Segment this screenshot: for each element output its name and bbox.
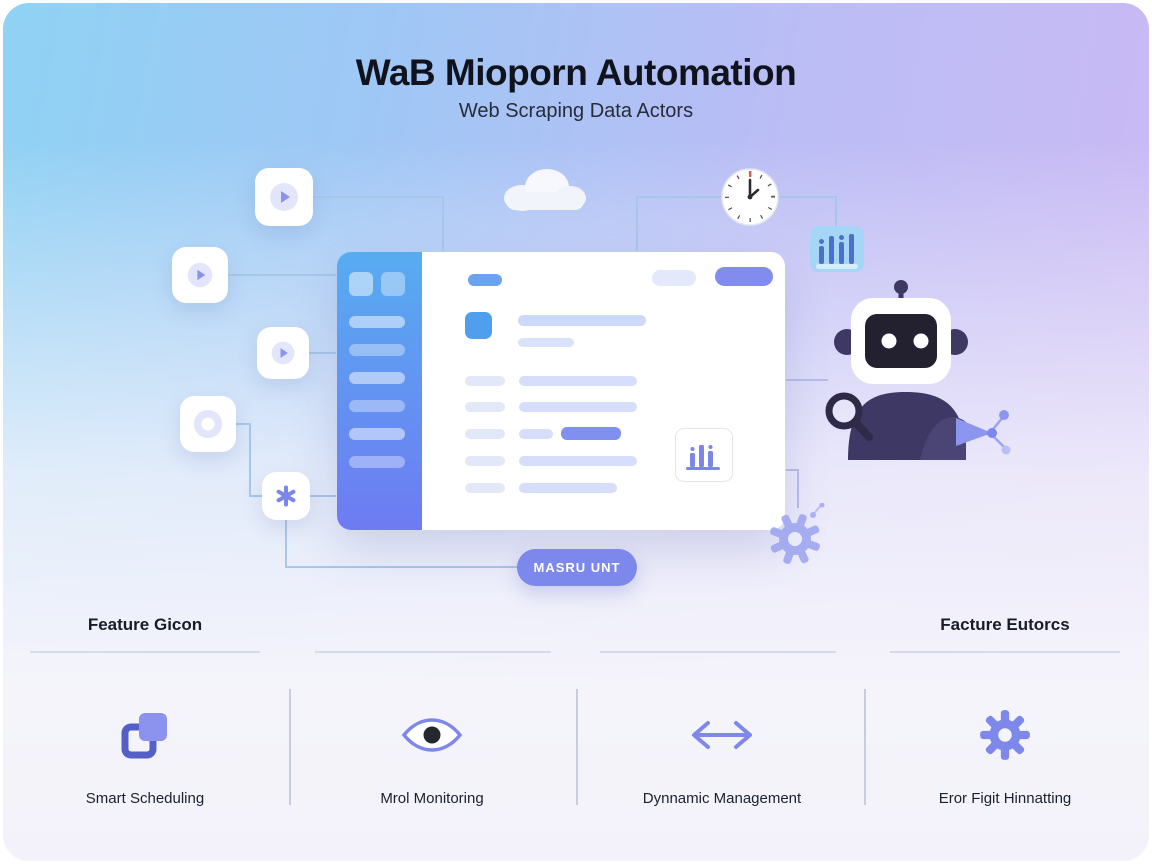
play-icon — [271, 341, 295, 365]
divider — [890, 651, 1120, 653]
asterisk-icon — [276, 485, 296, 507]
robot-eye — [913, 333, 929, 349]
flow-node-play — [257, 327, 309, 379]
double-arrow-icon — [692, 721, 752, 749]
feature-label: Smart Scheduling — [85, 790, 205, 807]
feature-error-handling: Eror Figit Hinnatting — [890, 700, 1120, 807]
sidebar-menu-bar — [349, 456, 405, 468]
dashboard-window — [337, 252, 785, 530]
skeleton-line — [518, 338, 574, 347]
flow-node-ring — [180, 396, 236, 452]
feature-label: Dynnamic Management — [642, 790, 802, 807]
flow-node-play — [255, 168, 313, 226]
play-icon — [187, 262, 213, 288]
feature-dynamic-management: Dynnamic Management — [607, 700, 837, 807]
robot-face-screen — [865, 314, 937, 368]
skeleton-line — [465, 402, 505, 412]
page-subtitle: Web Scraping Data Actors — [458, 100, 694, 122]
feature-section-label-left: Feature Gicon — [87, 615, 203, 634]
gear-decor-icon — [770, 503, 825, 564]
magnifier-icon — [825, 392, 863, 430]
skeleton-line — [465, 483, 505, 493]
feature-label: Eror Figit Hinnatting — [938, 790, 1072, 807]
skeleton-pill — [652, 270, 696, 286]
robot-antenna — [894, 280, 908, 294]
robot-arm — [956, 418, 992, 446]
feature-section-label-right: Facture Eutorcs — [940, 615, 1070, 634]
skeleton-line — [465, 429, 505, 439]
flow-node-asterisk — [262, 472, 310, 520]
skeleton-line — [465, 456, 505, 466]
clock-icon — [721, 168, 779, 226]
mini-chart-card — [675, 428, 733, 482]
sidebar-menu-bar — [349, 400, 405, 412]
layers-icon — [121, 713, 167, 759]
skeleton-line — [519, 402, 637, 412]
skeleton-line — [518, 315, 646, 326]
divider — [600, 651, 836, 653]
divider — [30, 651, 260, 653]
robot-illustration — [825, 280, 1011, 460]
skeleton-line — [465, 376, 505, 386]
eye-icon — [401, 718, 463, 752]
dashboard-sidebar — [337, 252, 422, 530]
skeleton-line — [519, 376, 637, 386]
divider — [315, 651, 551, 653]
skeleton-line — [519, 456, 637, 466]
feature-label: Mrol Monitoring — [380, 790, 484, 807]
vertical-divider — [289, 689, 291, 805]
skeleton-line — [519, 483, 617, 493]
skeleton-highlight — [561, 427, 621, 440]
page-title: WaB Mioporn Automation — [355, 52, 797, 93]
robot-eye — [881, 333, 897, 349]
sidebar-menu-bar — [349, 372, 405, 384]
masru-unt-button[interactable]: MASRU UNT — [517, 549, 637, 586]
feature-smart-scheduling: Smart Scheduling — [30, 700, 260, 807]
sidebar-tile — [381, 272, 405, 296]
gear-icon — [980, 710, 1030, 760]
feature-monitoring: Mrol Monitoring — [317, 700, 547, 807]
sidebar-menu-bar — [349, 344, 405, 356]
skeleton-line — [519, 429, 553, 439]
bar-chart-icon — [810, 226, 864, 272]
mini-bar-chart-icon — [686, 445, 720, 470]
play-icon — [270, 183, 298, 211]
skeleton-avatar — [465, 312, 492, 339]
vertical-divider — [576, 689, 578, 805]
skeleton-button — [715, 267, 773, 286]
sidebar-menu-bar — [349, 316, 405, 328]
skeleton-pill — [468, 274, 502, 286]
sidebar-tile — [349, 272, 373, 296]
cloud-icon — [504, 169, 586, 211]
sidebar-menu-bar — [349, 428, 405, 440]
ring-icon — [193, 409, 223, 439]
flow-node-play — [172, 247, 228, 303]
vertical-divider — [864, 689, 866, 805]
